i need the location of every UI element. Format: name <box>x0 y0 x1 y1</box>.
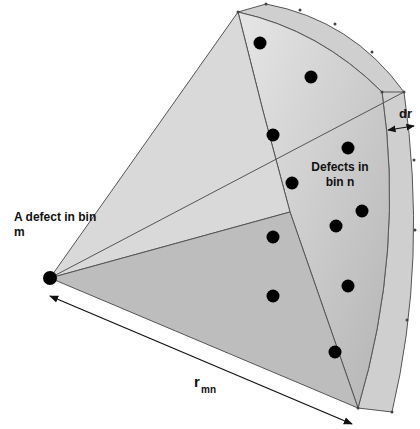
apex-defect <box>43 271 57 285</box>
shell-ticks <box>237 3 417 414</box>
bottom-face <box>50 212 358 408</box>
distance-symbol: r <box>194 372 200 391</box>
dimension-label: dr <box>399 106 412 122</box>
distance-subscript: mn <box>201 383 216 396</box>
defect-dots <box>254 37 369 359</box>
edge-line <box>50 92 404 278</box>
shell-edge <box>382 92 404 93</box>
callout-label: A defect in bin m <box>14 210 98 240</box>
callout-label: Defects in bin n <box>302 160 378 190</box>
dr-arrow <box>388 126 414 130</box>
distance-arrow <box>50 296 352 424</box>
